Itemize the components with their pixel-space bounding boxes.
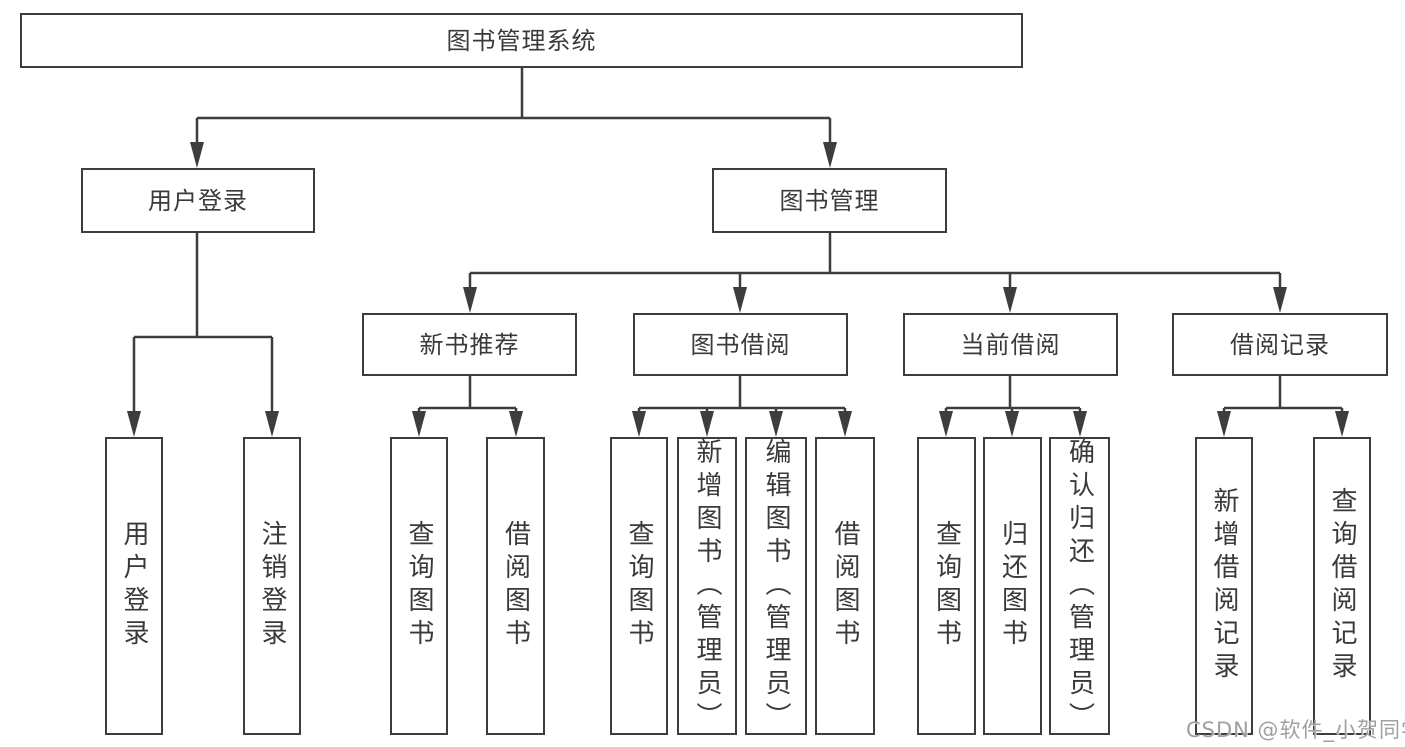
node-label: 查询图书: [624, 520, 654, 652]
arrowhead: [823, 142, 837, 168]
node-label: 用户登录: [119, 520, 149, 652]
arrowheads: [127, 142, 1349, 437]
arrowhead: [733, 287, 747, 313]
leaf-borrow-books-recommendation: 借阅图书: [486, 437, 545, 735]
node-label: 归还图书: [997, 520, 1028, 652]
node-new-book-recommendation: 新书推荐: [362, 313, 577, 376]
arrowhead: [700, 411, 714, 437]
leaf-confirm-return-admin: 确认归还（管理员）: [1049, 437, 1110, 735]
node-label: 新增图书（管理员）: [692, 437, 722, 735]
node-label: 图书管理系统: [446, 26, 597, 55]
arrowhead: [1073, 411, 1087, 437]
node-label: 查询借阅记录: [1327, 487, 1357, 685]
arrowhead: [632, 411, 646, 437]
node-label: 新书推荐: [419, 330, 520, 359]
arrowhead: [838, 411, 852, 437]
node-label: 当前借阅: [960, 330, 1061, 359]
arrowhead: [1217, 411, 1231, 437]
leaf-user-login: 用户登录: [105, 437, 163, 735]
leaf-borrow-books-borrowing: 借阅图书: [815, 437, 875, 735]
arrowhead: [1005, 411, 1019, 437]
leaf-return-book: 归还图书: [983, 437, 1042, 735]
leaf-add-borrowing-record: 新增借阅记录: [1195, 437, 1253, 735]
leaf-edit-book-admin: 编辑图书（管理员）: [745, 437, 807, 735]
arrowhead: [412, 411, 426, 437]
node-book-borrowing: 图书借阅: [633, 313, 848, 376]
leaf-query-books-borrowing: 查询图书: [610, 437, 668, 735]
node-label: 借阅图书: [500, 520, 531, 652]
node-label: 查询图书: [404, 520, 434, 652]
arrowhead: [127, 411, 141, 437]
leaf-query-borrowing-record: 查询借阅记录: [1313, 437, 1371, 735]
node-current-borrowing: 当前借阅: [903, 313, 1118, 376]
node-label: 借阅图书: [830, 520, 860, 652]
node-label: 注销登录: [257, 520, 287, 652]
arrowhead: [1273, 287, 1287, 313]
csdn-watermark: CSDN @软件_小贺同学: [1186, 718, 1405, 742]
node-label: 用户登录: [148, 186, 248, 215]
leaf-query-books-recommendation: 查询图书: [390, 437, 448, 735]
leaf-add-book-admin: 新增图书（管理员）: [677, 437, 737, 735]
node-label: 确认归还（管理员）: [1064, 437, 1095, 735]
node-label: 编辑图书（管理员）: [761, 437, 791, 735]
node-user-login: 用户登录: [81, 168, 315, 233]
arrowhead: [1335, 411, 1349, 437]
node-borrowing-records: 借阅记录: [1172, 313, 1388, 376]
node-label: 图书管理: [779, 186, 880, 215]
node-label: 借阅记录: [1230, 330, 1330, 359]
arrowhead: [1003, 287, 1017, 313]
node-book-management: 图书管理: [712, 168, 947, 233]
arrowhead: [463, 287, 477, 313]
leaf-query-books-current: 查询图书: [917, 437, 976, 735]
node-root-system: 图书管理系统: [20, 13, 1023, 68]
arrowhead: [509, 411, 523, 437]
arrowhead: [939, 411, 953, 437]
arrowhead: [190, 142, 204, 168]
arrowhead: [769, 411, 783, 437]
node-label: 图书借阅: [690, 330, 791, 359]
node-label: 新增借阅记录: [1209, 487, 1239, 685]
node-label: 查询图书: [931, 520, 962, 652]
arrowhead: [265, 411, 279, 437]
leaf-logout: 注销登录: [243, 437, 301, 735]
